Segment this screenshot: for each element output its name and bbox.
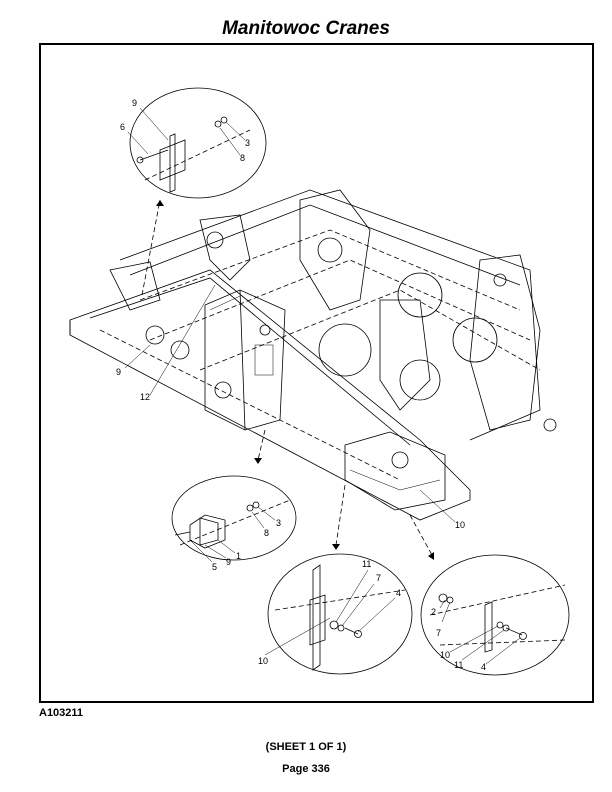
bl-detail-ellipse <box>267 553 413 675</box>
callout-br-4: 4 <box>481 662 486 672</box>
diagram-frame <box>39 43 594 703</box>
callout-mid-5: 5 <box>212 562 217 572</box>
callout-top-9: 9 <box>132 98 137 108</box>
figure-id: A103211 <box>39 707 84 719</box>
callout-br-10: 10 <box>440 650 450 660</box>
top-detail-ellipse <box>129 87 267 199</box>
callout-br-2: 2 <box>431 607 436 617</box>
br-detail-ellipse <box>420 554 570 676</box>
page-number: Page 336 <box>282 763 330 775</box>
callout-mid-1: 1 <box>236 551 241 561</box>
sheet-label: (SHEET 1 OF 1) <box>265 741 347 753</box>
callout-br-11: 11 <box>454 660 463 670</box>
page-title: Manitowoc Cranes <box>222 18 390 39</box>
callout-main-9: 9 <box>116 367 121 377</box>
callout-top-3: 3 <box>245 138 250 148</box>
carbody-assembly <box>69 189 557 521</box>
callout-main-10: 10 <box>455 520 465 530</box>
callout-bl-11: 11 <box>362 559 371 569</box>
callout-mid-3: 3 <box>276 518 281 528</box>
mid-detail-ellipse <box>171 475 297 561</box>
callout-top-8: 8 <box>240 153 245 163</box>
callout-bl-7: 7 <box>376 573 381 583</box>
callout-br-7: 7 <box>436 628 441 638</box>
callout-mid-8: 8 <box>264 528 269 538</box>
callout-top-6: 6 <box>120 122 125 132</box>
callout-mid-9: 9 <box>226 557 231 567</box>
callout-main-12: 12 <box>140 392 150 402</box>
callout-bl-10: 10 <box>258 656 268 666</box>
callout-bl-4: 4 <box>396 588 401 598</box>
